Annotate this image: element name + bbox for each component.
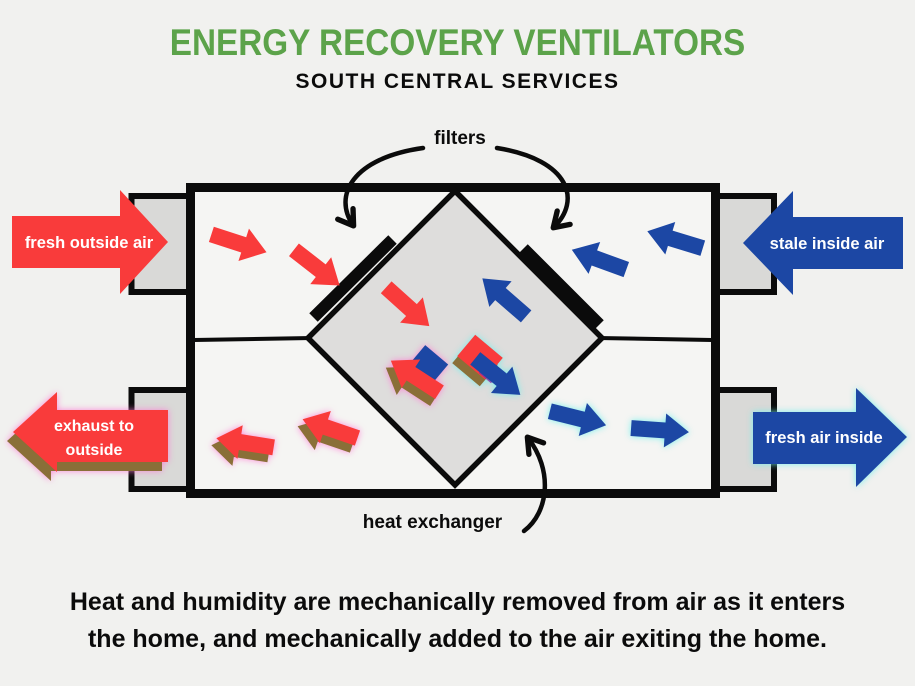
- exhaust-label-line2: outside: [65, 442, 123, 459]
- core-cross-left: [376, 345, 449, 414]
- page-title: ENERGY RECOVERY VENTILATORS: [169, 22, 746, 63]
- filters-pointer-left: [335, 145, 426, 229]
- page-subtitle: SOUTH CENTRAL SERVICES: [295, 70, 620, 93]
- caption-line1: Heat and humidity are mechanically remov…: [69, 588, 846, 616]
- fresh-inside-arrow: [753, 388, 907, 487]
- stale-inside-air-label: stale inside air: [769, 235, 885, 253]
- exhaust-label-line1: exhaust to: [53, 418, 134, 435]
- exhaust-to-outside-arrow: [7, 392, 168, 481]
- caption-line2: the home, and mechanically added to the …: [87, 625, 828, 653]
- exhaust-to-outside-label: exhaust to outside: [33, 415, 155, 463]
- filter-bar-left: [309, 235, 397, 322]
- divider-left: [193, 336, 313, 342]
- fresh-outside-air-arrow: [12, 190, 168, 294]
- exhaust-arrow: [13, 392, 168, 472]
- filters-pointer-right: [494, 145, 573, 231]
- filter-bar-right: [519, 244, 604, 329]
- heat-exchanger-core-diamond: [304, 187, 606, 489]
- heat-exchanger-label: heat exchanger: [362, 512, 503, 533]
- heat-exchanger-pointer: [521, 434, 548, 534]
- filters-label: filters: [434, 128, 486, 149]
- core-blue-tail: [409, 345, 449, 383]
- stale-inside-air-arrow: [743, 191, 903, 295]
- fresh-outside-air-label: fresh outside air: [24, 234, 154, 252]
- core-cross-right: [452, 334, 532, 409]
- fresh-air-inside-arrow: [753, 388, 907, 487]
- divider-right: [597, 336, 713, 342]
- fresh-air-inside-label: fresh air inside: [765, 429, 883, 447]
- caption: Heat and humidity are mechanically remov…: [0, 584, 915, 658]
